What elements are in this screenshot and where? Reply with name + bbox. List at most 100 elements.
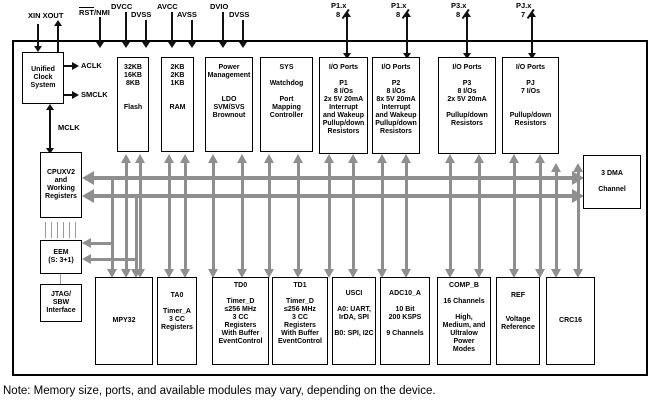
block-line: Management: [207, 72, 251, 79]
block-line: Registers: [284, 322, 316, 329]
bus-vertical-arrow: [509, 154, 519, 278]
block-line: 3 CC: [232, 314, 249, 321]
block-line: Resistors: [327, 128, 360, 135]
eem-bus-line: [91, 258, 138, 261]
block-line: A0: UART,: [337, 306, 371, 313]
block-line: EventControl: [278, 338, 322, 345]
port-bus-arrow-pjx: [528, 11, 536, 59]
avcc-arrow: [168, 12, 176, 48]
diagram-note: Note: Memory size, ports, and available …: [3, 385, 436, 397]
block-line: ADC10_A: [389, 290, 421, 297]
block-line: 2KB: [170, 72, 185, 79]
block-line: P1: [339, 80, 348, 87]
block-line: Interface: [46, 307, 76, 314]
pin-label-p1x-a: P1.x: [331, 1, 347, 10]
block-line: 8 I/Os: [386, 88, 406, 95]
pin-label-p1x-b: P1.x: [391, 1, 407, 10]
block-line: and Wakeup: [375, 112, 417, 119]
block-line: Ultralow: [450, 330, 478, 337]
block-line: 8KB: [125, 80, 140, 87]
block-line: Modes: [452, 346, 476, 353]
pin-width-p1x-b: 8: [396, 10, 401, 19]
mclk-label: MCLK: [58, 123, 80, 132]
pin-label-avss: AVSS: [177, 10, 197, 19]
block-line: Timer_D: [226, 298, 255, 305]
bus-vertical-arrow: [121, 154, 131, 278]
block-line: Mapping: [272, 104, 301, 111]
block-line: P3: [462, 80, 472, 87]
block-line: 2x 5V 20mA: [323, 96, 364, 103]
bus-drop-arrow: [107, 178, 117, 278]
block-line: I/O Ports: [328, 64, 359, 71]
bus-vertical-arrow: [474, 154, 484, 278]
smclk-label: SMCLK: [81, 90, 108, 99]
rst-text: RST: [79, 8, 94, 17]
port-bus-arrow-p1x-b: [403, 11, 411, 59]
block-line: Controller: [269, 112, 304, 119]
cpu-eem-line: [51, 222, 52, 238]
pin-label-dvcc: DVCC: [111, 2, 133, 11]
block-line: SVM/SVS: [213, 104, 245, 111]
cpu-eem-line: [75, 222, 76, 238]
block-line: 9 Channels: [386, 330, 424, 337]
xin-arrow: [34, 24, 42, 52]
block-line: I/O Ports: [452, 64, 482, 71]
block-line: REF: [511, 292, 525, 299]
eem-jtag-line: [60, 274, 61, 284]
bus-vertical-arrow: [348, 154, 358, 278]
dvio-arrow: [219, 12, 227, 48]
pin-label-rst-nmi: RST/NMI: [79, 8, 110, 17]
bus-vertical-arrow: [164, 154, 174, 278]
bus-vertical-arrow: [264, 154, 274, 278]
block-line: Registers: [45, 193, 77, 200]
block-line: Timer_A: [163, 308, 191, 315]
block-line: JTAG/: [50, 291, 72, 298]
bus-vertical-arrow: [445, 154, 455, 278]
block-line: and Wakeup: [323, 112, 364, 119]
xout-arrow: [54, 20, 62, 52]
port-bus-arrow-p1x-a: [343, 11, 351, 59]
bus-vertical-arrow: [208, 154, 218, 278]
block-line: Pullup/down: [375, 120, 417, 127]
smclk-arrowhead: [72, 91, 79, 99]
pin-label-p3x: P3.x: [451, 1, 467, 10]
data-bus-1: [94, 176, 572, 180]
bus-vertical-arrow: [377, 154, 387, 278]
block-line: COMP_B: [449, 282, 479, 289]
block-line: Unified: [31, 66, 55, 73]
block-line: 2KB: [170, 64, 185, 71]
block-line: IrDA, SPI: [339, 314, 369, 321]
aclk-arrowhead: [72, 62, 79, 70]
block-line: PJ: [526, 80, 535, 87]
aclk-label: ACLK: [81, 61, 102, 70]
block-line: High,: [455, 314, 473, 321]
block-line: Pullup/down: [322, 120, 365, 127]
block-line: TA0: [170, 292, 184, 299]
eem-bus-arrowhead: [82, 254, 91, 264]
block-line: Medium, and: [442, 322, 486, 329]
block-line: (S: 3+1): [48, 257, 74, 264]
block-line: Pullup/down: [446, 112, 488, 119]
cpu-eem-line: [69, 222, 70, 238]
block-line: SBW: [52, 299, 70, 306]
bus-vertical-arrow: [401, 154, 411, 278]
block-line: 16KB: [124, 72, 142, 79]
block-line: 1KB: [170, 80, 185, 87]
block-line: B0: SPI, I2C: [334, 330, 374, 337]
block-line: Watchdog: [269, 80, 304, 87]
block-line: MPY32: [112, 317, 136, 324]
block-line: Port: [279, 96, 294, 103]
block-line: 8 I/Os: [457, 88, 477, 95]
eem-bus-arrowhead: [82, 238, 91, 248]
block-line: Registers: [224, 322, 257, 329]
